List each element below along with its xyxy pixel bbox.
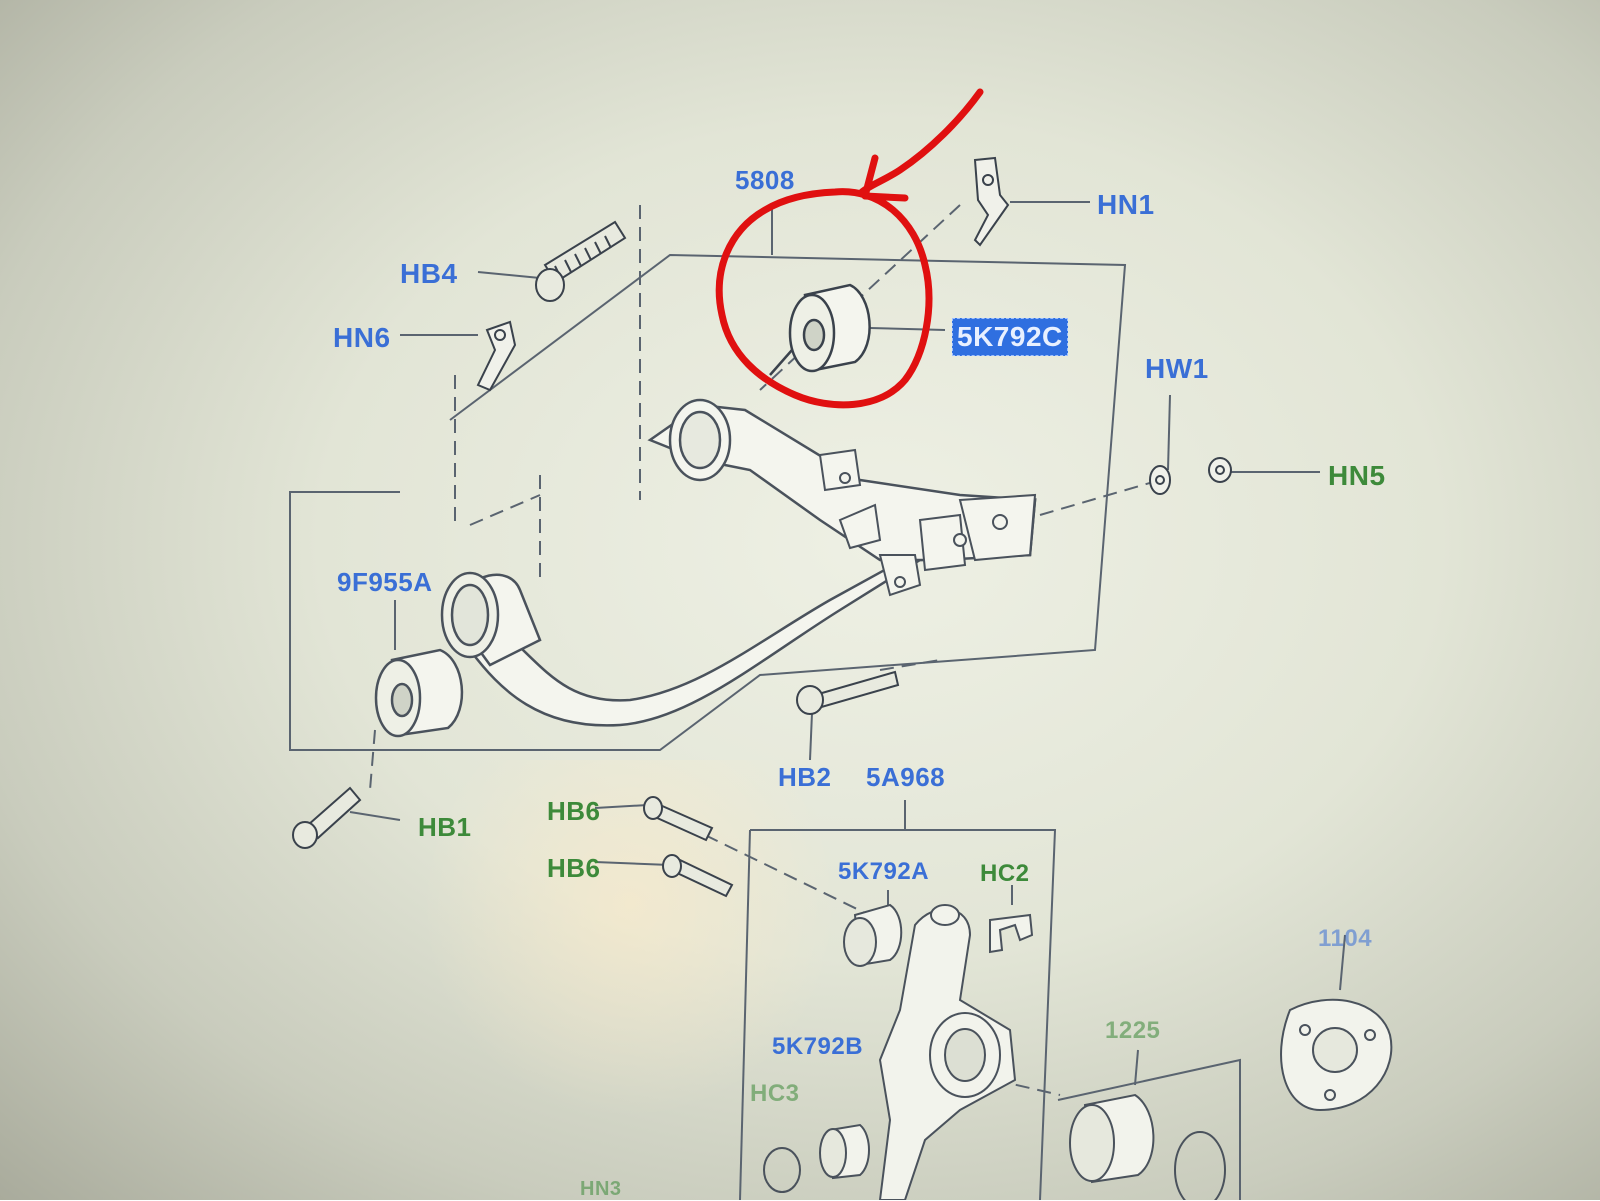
label-hc3[interactable]: HC3: [750, 1080, 800, 1107]
label-hn1[interactable]: HN1: [1097, 189, 1155, 220]
label-9f955a[interactable]: 9F955A: [337, 567, 433, 597]
bolt-hb6-lower: [673, 858, 734, 898]
screen-glare: [420, 760, 840, 1120]
label-1104[interactable]: 1104: [1318, 925, 1373, 952]
label-hw1[interactable]: HW1: [1145, 353, 1209, 384]
label-hb6-lower[interactable]: HB6: [547, 853, 601, 883]
label-hn6[interactable]: HN6: [333, 322, 391, 353]
group-frame-lower: [750, 829, 1057, 1200]
red-circle: [715, 188, 933, 409]
clip-hn1: [973, 156, 1010, 247]
clip-hc2: [989, 913, 1034, 954]
label-hb4[interactable]: HB4: [400, 258, 458, 289]
label-hb1[interactable]: HB1: [418, 812, 472, 842]
bolt-hb6-upper: [653, 803, 714, 842]
label-5k792c-selected[interactable]: 5K792C: [952, 318, 1068, 356]
label-hb2[interactable]: HB2: [778, 762, 832, 792]
label-5808[interactable]: 5808: [735, 165, 795, 195]
label-hn5[interactable]: HN5: [1328, 460, 1386, 491]
clip-hc3: [763, 1147, 801, 1193]
label-1225[interactable]: 1225: [1105, 1017, 1161, 1044]
red-arrow: [858, 88, 984, 196]
group-frame-upper: [289, 253, 1127, 751]
label-hn3[interactable]: HN3: [580, 1178, 622, 1200]
label-5a968[interactable]: 5A968: [866, 762, 946, 792]
bolt-hb2: [813, 670, 900, 710]
label-hb6-upper[interactable]: HB6: [547, 796, 601, 826]
label-5k792b[interactable]: 5K792B: [772, 1033, 864, 1060]
label-hc2[interactable]: HC2: [980, 860, 1030, 887]
label-5k792a[interactable]: 5K792A: [838, 858, 930, 885]
clip-hn6: [476, 320, 517, 392]
